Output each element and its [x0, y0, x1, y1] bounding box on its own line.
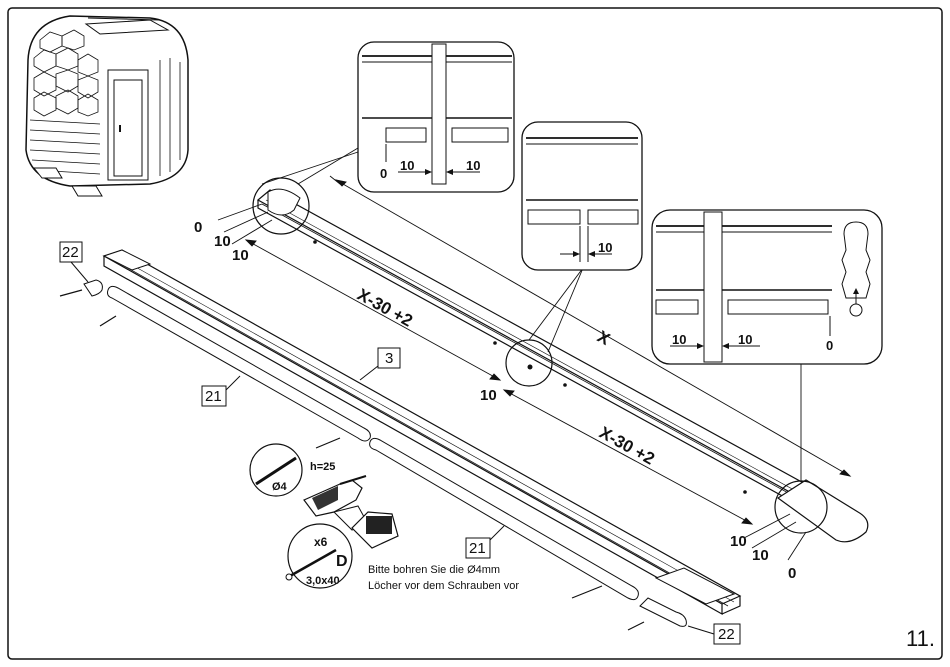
drill-height: h=25 [310, 461, 335, 473]
dim-right-10a: 10 [730, 533, 747, 550]
sauna-thumbnail [25, 15, 189, 197]
lower-board-part-3 [102, 249, 742, 616]
drill-diameter: Ø4 [272, 481, 288, 493]
detail-right-ten-a: 10 [672, 332, 686, 347]
dim-x-minus-lower: X-30 +2 [596, 423, 658, 469]
dowels-part-21 [107, 285, 639, 601]
dim-right-0: 0 [788, 565, 796, 582]
screws [59, 289, 645, 631]
dim-left-10b: 10 [232, 247, 249, 264]
end-cap-right [639, 597, 687, 627]
detail-left-ten-a: 10 [400, 158, 414, 173]
note-line-1: Bitte bohren Sie die Ø4mm [368, 564, 500, 576]
hole-markers-top [313, 240, 747, 494]
note-line-2: Löcher vor dem Schrauben vor [368, 580, 519, 592]
page-border [7, 7, 943, 660]
screw-size: 3,0x40 [306, 575, 340, 587]
screw-count: x6 [314, 535, 328, 549]
screw-callout: x6 D 3,0x40 [285, 523, 353, 589]
drill-bit-callout: h=25 Ø4 [249, 443, 335, 497]
dim-right-10b: 10 [752, 547, 769, 564]
detail-left-ten-b: 10 [466, 158, 480, 173]
top-board [256, 188, 869, 543]
part-21-right-label: 21 [469, 540, 486, 557]
detail-box-left: 0 10 10 [357, 41, 515, 193]
end-cap-left [83, 279, 103, 297]
part-22-right-label: 22 [718, 626, 735, 643]
dim-left-10a: 10 [214, 233, 231, 250]
part-3-label: 3 [385, 350, 393, 367]
detail-box-right: 10 10 0 [651, 209, 883, 365]
dim-mid-10: 10 [480, 387, 497, 404]
detail-mid-ten: 10 [598, 240, 612, 255]
screw-letter: D [336, 553, 348, 570]
dim-left-0: 0 [194, 219, 202, 236]
part-21-left-label: 21 [205, 388, 222, 405]
part-labels: 22 3 21 21 22 [59, 241, 741, 645]
detail-right-zero: 0 [826, 338, 833, 353]
dim-x-minus-upper: X-30 +2 [354, 285, 416, 331]
dimension-lines [217, 175, 852, 561]
cordless-drill-icon [303, 475, 399, 549]
detail-left-zero: 0 [380, 166, 387, 181]
step-number: 11. [906, 626, 935, 651]
detail-box-mid: 10 [521, 121, 643, 271]
detail-right-ten-b: 10 [738, 332, 752, 347]
part-22-left-label: 22 [62, 244, 79, 261]
detail-leaders [261, 147, 802, 481]
